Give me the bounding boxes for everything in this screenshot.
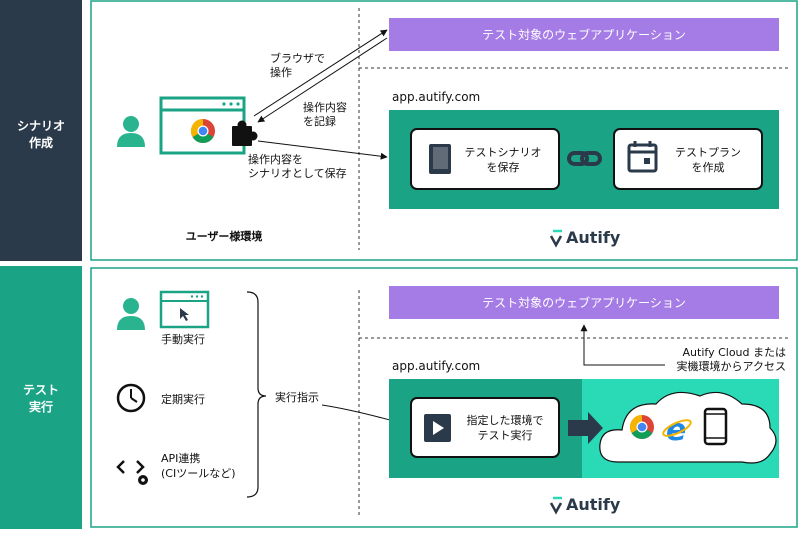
target-app-bar-bottom [389,286,779,319]
smartphone-icon [703,407,728,446]
arrow-record-line2: を記録 [303,114,336,128]
big-arrow-icon [568,412,603,444]
arrow-record-line1: 操作内容 [303,100,347,114]
arrow-browser-line2: 操作 [270,65,292,79]
create-plan-line2: を作成 [692,161,725,174]
create-plan-line1: テストプラン [675,146,741,159]
save-scenario-box: テストシナリオ を保存 [410,128,560,190]
scenario-label-line1: シナリオ [17,119,65,133]
test-label-line1: テスト [23,383,59,397]
grouping-brace [246,291,267,498]
autify-logo-text-top: Autify [566,228,621,247]
chain-link-icon [567,151,602,166]
chrome-icon [190,119,215,144]
autify-logo-icon [549,229,563,248]
user-env-label: ユーザー様環境 [186,229,263,243]
save-scenario-line1: テストシナリオ [465,146,542,159]
top-panel-border [90,0,798,261]
test-label-line2: 実行 [29,399,53,414]
section-scenario-label: シナリオ 作成 [0,0,82,261]
arrow-browser-line1: ブラウザで [270,51,325,65]
calendar-icon [627,141,658,173]
user-icon [117,116,145,147]
scheduled-run-label: 定期実行 [161,392,205,406]
create-plan-box: テストプラン を作成 [613,128,763,190]
manual-run-label: 手動実行 [161,332,205,346]
chrome-icon [629,415,654,440]
arrow-save-line2: シナリオとして保存 [248,166,347,180]
book-icon [429,144,451,174]
clock-icon [116,383,146,413]
run-test-line2: テスト実行 [478,428,533,442]
code-gear-icon [116,460,148,485]
autify-logo-icon [549,496,563,515]
scenario-label-line2: 作成 [29,135,53,150]
save-scenario-arrow [257,140,388,160]
target-app-label-top: テスト対象のウェブアプリケーション [482,27,686,42]
save-scenario-line2: を保存 [487,160,520,174]
record-arrow [257,37,388,123]
browser-operate-arrow [253,29,388,117]
arrow-save-line1: 操作内容を [248,152,303,166]
domain-label-bottom: app.autify.com [392,359,480,373]
autify-logo-text-bottom: Autify [566,495,621,514]
user-icon [117,298,145,330]
section-test-label: テスト 実行 [0,266,82,529]
ie-icon: e [662,413,692,448]
run-test-line1: 指定した環境で [467,413,544,427]
api-line2: (CIツールなど) [161,467,236,480]
puzzle-extension-icon [232,120,258,146]
instruction-label: 実行指示 [275,390,319,404]
target-app-label-bottom: テスト対象のウェブアプリケーション [482,295,686,310]
api-line1: API連携 [161,451,200,465]
bottom-panel-border [90,267,798,528]
domain-label-top: app.autify.com [392,90,480,104]
cloud-line1: Autify Cloud または [683,346,786,359]
run-test-box: 指定した環境で テスト実行 [410,397,560,458]
cloud-line2: 実機環境からアクセス [677,359,786,373]
cursor-window-icon [159,290,210,329]
play-icon [424,414,451,442]
target-app-bar-top [389,18,779,51]
cloud-access-arrow [580,324,665,366]
